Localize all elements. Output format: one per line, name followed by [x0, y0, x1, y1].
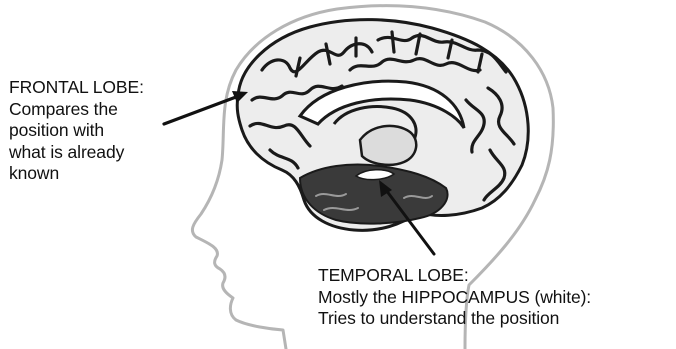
temporal-label-line: Tries to understand the position	[318, 308, 591, 330]
frontal-label-line: FRONTAL LOBE:	[9, 77, 144, 99]
frontal-label-line: Compares the	[9, 99, 144, 121]
frontal-label-line: known	[9, 163, 144, 185]
temporal-label-line: Mostly the HIPPOCAMPUS (white):	[318, 287, 591, 309]
temporal-lobe-label: TEMPORAL LOBE: Mostly the HIPPOCAMPUS (w…	[318, 265, 591, 330]
temporal-label-line: TEMPORAL LOBE:	[318, 265, 591, 287]
thalamus	[360, 126, 416, 165]
frontal-lobe-label: FRONTAL LOBE: Compares the position with…	[9, 77, 144, 185]
frontal-label-line: what is already	[9, 142, 144, 164]
frontal-arrow	[164, 91, 248, 124]
frontal-label-line: position with	[9, 120, 144, 142]
